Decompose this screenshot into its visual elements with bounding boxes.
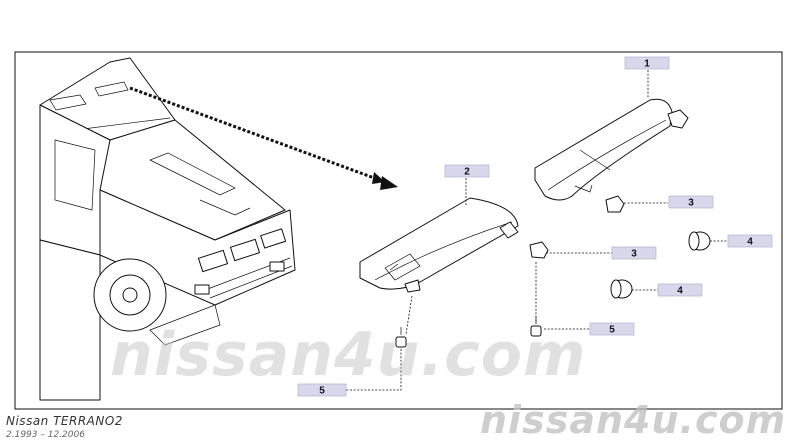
diagram-frame bbox=[14, 51, 783, 410]
callout-4-upper: 4 bbox=[727, 234, 773, 248]
callout-2: 2 bbox=[444, 164, 490, 178]
svg-text:2: 2 bbox=[464, 167, 470, 178]
callout-5-center: 5 bbox=[589, 322, 635, 336]
callout-3-lower: 3 bbox=[611, 246, 657, 260]
production-dates-label: 2.1993 – 12.2006 bbox=[6, 430, 85, 440]
screw-left bbox=[395, 327, 407, 348]
svg-text:5: 5 bbox=[319, 386, 325, 397]
cap-lower bbox=[610, 279, 633, 299]
svg-text:3: 3 bbox=[688, 198, 694, 209]
vehicle-model-label: Nissan TERRANO2 bbox=[6, 414, 123, 428]
callout-1: 1 bbox=[624, 56, 670, 70]
callout-4-lower: 4 bbox=[657, 283, 703, 297]
sun-visor-left bbox=[359, 197, 519, 293]
location-arrow bbox=[129, 86, 398, 190]
visor-holder-lower bbox=[529, 241, 549, 259]
watermark-corner: nissan4u.com bbox=[480, 398, 787, 442]
watermark-center: nissan4u.com bbox=[110, 320, 587, 390]
svg-text:3: 3 bbox=[631, 249, 637, 260]
svg-text:4: 4 bbox=[677, 286, 683, 297]
svg-text:1: 1 bbox=[644, 59, 650, 70]
callout-5-left: 5 bbox=[297, 383, 347, 397]
visor-holder-upper bbox=[605, 195, 625, 213]
callout-3-upper: 3 bbox=[668, 195, 714, 209]
vehicle-illustration bbox=[39, 57, 296, 401]
svg-text:4: 4 bbox=[747, 237, 753, 248]
svg-text:5: 5 bbox=[609, 325, 615, 336]
cap-upper bbox=[688, 231, 711, 251]
sun-visor-right bbox=[534, 98, 689, 201]
